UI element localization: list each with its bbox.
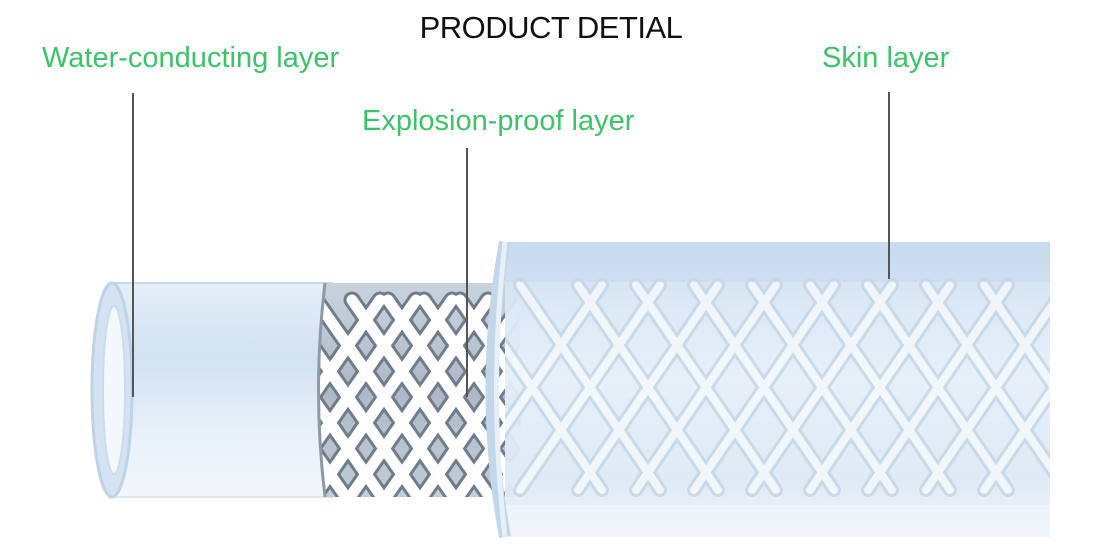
leader-lines: [132, 92, 890, 397]
water-conducting-tube: [90, 281, 333, 499]
diagram-title: PRODUCT DETIAL: [419, 10, 683, 45]
label-water-conducting-layer: Water-conducting layer: [42, 42, 340, 74]
label-explosion-proof-layer: Explosion-proof layer: [362, 105, 635, 137]
label-skin-layer: Skin layer: [822, 42, 950, 74]
skin-layer-tube: [485, 240, 1050, 539]
